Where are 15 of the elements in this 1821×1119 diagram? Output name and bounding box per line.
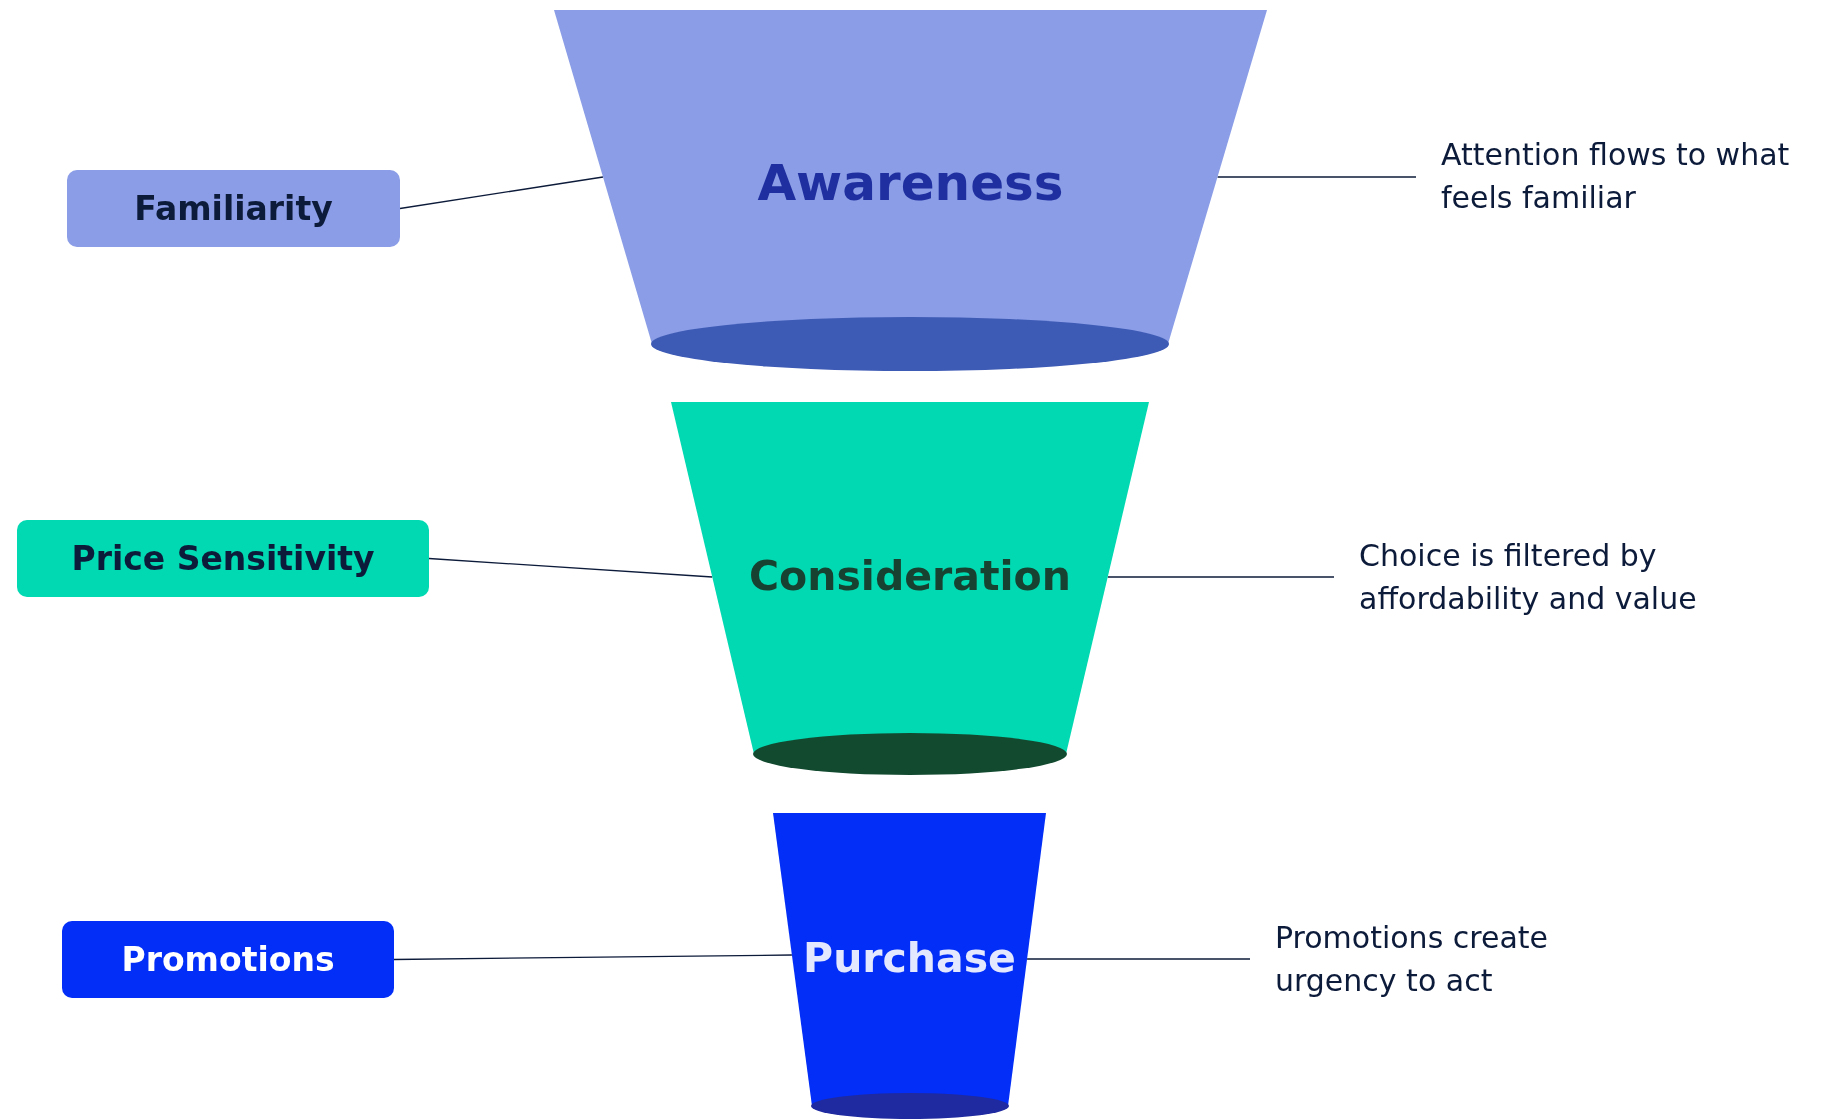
factor-label: Familiarity bbox=[67, 170, 400, 247]
description-text: Choice is filtered by affordability and value bbox=[1359, 537, 1698, 618]
connector-line bbox=[393, 954, 793, 961]
stage-label: Awareness bbox=[756, 154, 1065, 212]
description-text: Promotions create urgency to act bbox=[1275, 919, 1550, 1000]
description-text: Attention flows to what feels familiar bbox=[1441, 136, 1791, 217]
factor-label: Price Sensitivity bbox=[17, 520, 429, 597]
connector-line bbox=[1216, 176, 1417, 178]
connector-line bbox=[1107, 576, 1335, 578]
factor-label: Promotions bbox=[62, 921, 394, 998]
connector-line bbox=[428, 557, 713, 578]
stage-label: Consideration bbox=[748, 552, 1072, 601]
stage-label: Purchase bbox=[802, 934, 1017, 983]
connector-line bbox=[399, 176, 604, 210]
connector-line bbox=[1026, 958, 1251, 960]
